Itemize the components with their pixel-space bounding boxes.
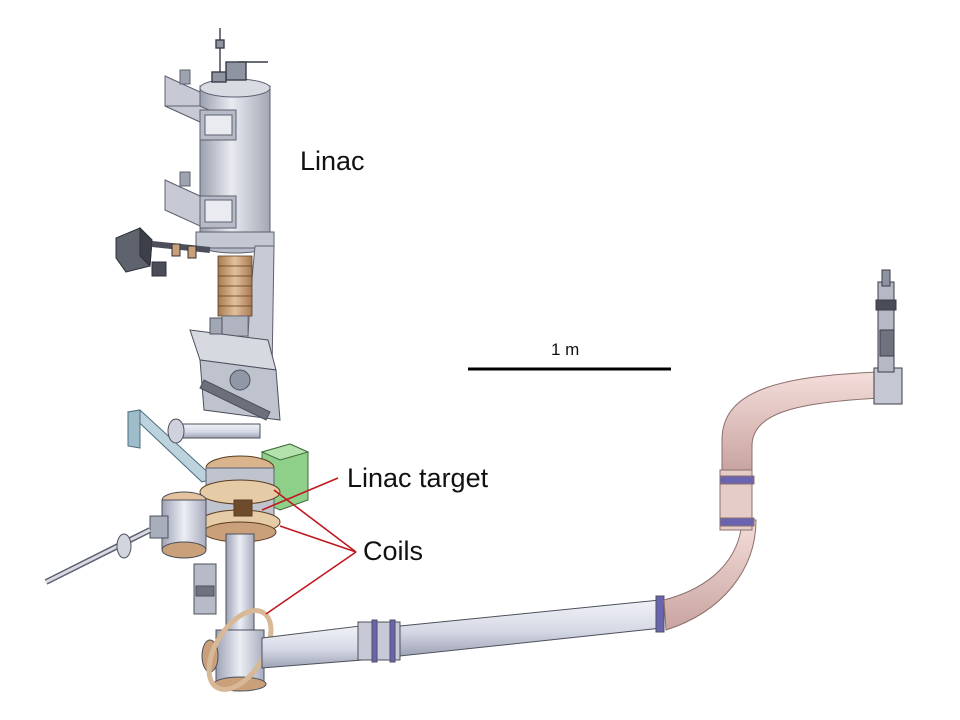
support-beam [126,409,215,483]
linac-top-connectors [211,28,268,83]
beam-pipe [261,595,665,669]
pointer-coil-lower [265,551,357,615]
scale-bar-label: 1 m [551,340,580,359]
vertical-column [193,533,255,645]
linac-label: Linac [300,146,365,176]
right-end-assembly [873,269,903,405]
pink-bend [663,371,883,631]
loop-coil [206,608,274,692]
linac-upper-bracket [164,69,237,141]
pointer-lines [261,477,357,615]
pointer-coil-middle [279,525,357,553]
coils-label: Coils [363,536,424,566]
linac-lower-bracket [164,171,237,229]
linac-target-label: Linac target [347,463,489,493]
pointer-linac-target [261,477,339,511]
mounting-block [189,317,281,421]
pointer-coil-upper [273,489,357,553]
horizontal-feedthrough [167,418,261,444]
side-chamber [44,491,207,585]
copper-section [217,255,253,337]
target-chamber [199,455,281,543]
rf-box [115,226,211,277]
